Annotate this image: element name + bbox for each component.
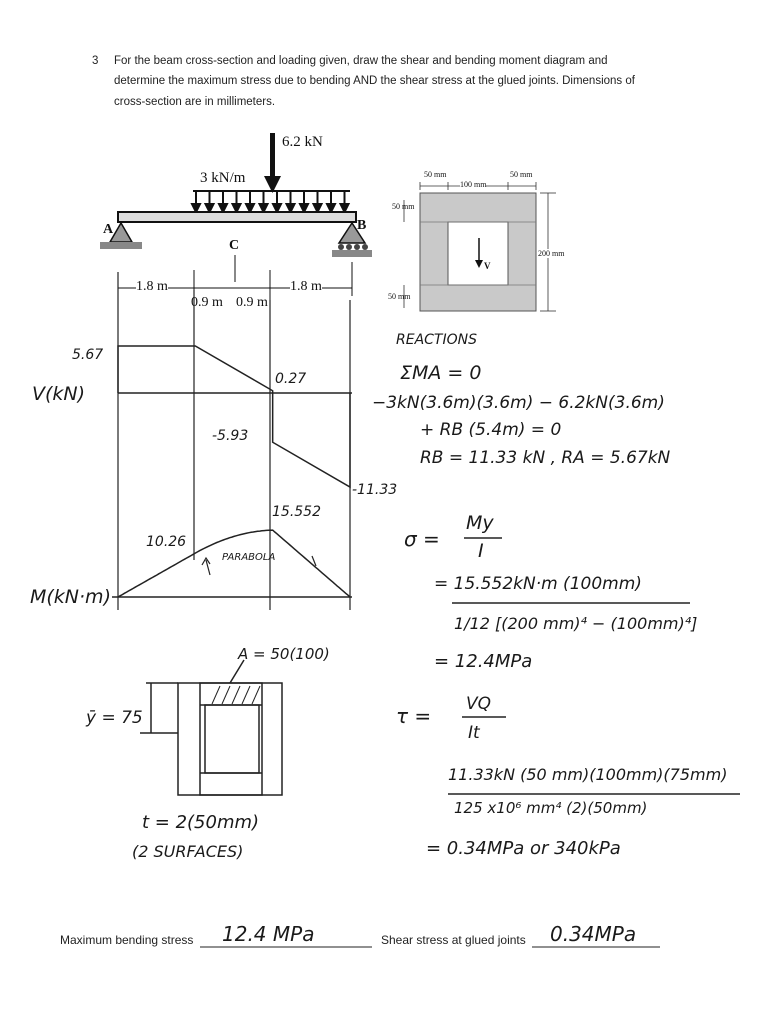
problem-line-1: For the beam cross-section and loading g… xyxy=(114,55,608,67)
dim-mid-1: 0.9 m xyxy=(191,295,223,310)
udl-arrowhead xyxy=(311,203,324,215)
sigma-den: I xyxy=(478,540,484,562)
q-sketch xyxy=(140,659,283,796)
dist-load-label: 3 kN/m xyxy=(200,170,246,186)
udl-arrowhead xyxy=(190,203,202,215)
udl-arrowhead xyxy=(230,203,243,215)
parabola-note: PARABOLA xyxy=(222,552,276,563)
udl-arrowhead xyxy=(217,203,229,215)
problem-number: 3 xyxy=(92,55,99,67)
v-axis-label: V(kN) xyxy=(32,383,86,405)
shear-diagram xyxy=(117,345,352,489)
udl-arrowhead xyxy=(257,203,270,215)
reactions-eq3: + RB (5.4m) = 0 xyxy=(420,420,562,440)
tau-symbol: τ = xyxy=(396,704,432,728)
m-at-18: 10.26 xyxy=(146,534,187,550)
v-start: 5.67 xyxy=(72,347,104,363)
support-b-label: B xyxy=(357,218,367,233)
max-bending-value: 12.4 MPa xyxy=(222,922,315,946)
reactions-eq1: ΣMA = 0 xyxy=(400,362,482,384)
shear-glued-label: Shear stress at glued joints xyxy=(381,933,526,947)
cs-left-bottom: 50 mm xyxy=(388,292,411,301)
cs-shear-v: V xyxy=(484,261,491,271)
tau-den: It xyxy=(468,723,480,743)
sigma-result: = 12.4MPa xyxy=(434,651,533,672)
udl-arrowhead xyxy=(298,203,310,215)
t-note: (2 SURFACES) xyxy=(132,842,244,861)
cs-top-left: 50 mm xyxy=(424,170,447,179)
point-load-label: 6.2 kN xyxy=(282,134,323,150)
tau-result: = 0.34MPa or 340kPa xyxy=(426,838,621,859)
cs-top-right: 50 mm xyxy=(510,170,533,179)
beam xyxy=(117,211,357,223)
problem-line-3: cross-section are in millimeters. xyxy=(114,96,276,108)
problem-line-2: determine the maximum stress due to bend… xyxy=(114,75,635,87)
udl-arrowhead xyxy=(284,203,297,215)
dim-right: 1.8 m xyxy=(290,279,322,295)
ybar-label: ȳ = 75 xyxy=(86,708,143,728)
cs-left-top: 50 mm xyxy=(392,202,415,211)
v-mid-neg: -5.93 xyxy=(212,428,249,444)
m-axis-label: M(kN·m) xyxy=(30,586,111,608)
area-label: A = 50(100) xyxy=(238,645,330,663)
v-mid: 0.27 xyxy=(275,371,307,387)
udl-arrowhead xyxy=(203,203,216,215)
dim-mid-2: 0.9 m xyxy=(236,295,268,310)
distributed-load-arrows xyxy=(190,190,351,215)
reactions-title: REACTIONS xyxy=(396,332,477,348)
support-a-label: A xyxy=(103,222,114,237)
sigma-symbol: σ = xyxy=(404,527,440,551)
point-load-arrow xyxy=(264,133,281,193)
point-c-label: C xyxy=(229,238,240,253)
shear-glued-value: 0.34MPa xyxy=(550,922,637,946)
reactions-eq2: −3kN(3.6m)(3.6m) − 6.2kN(3.6m) xyxy=(372,393,665,413)
tau-eq-den: 125 x10⁶ mm⁴ (2)(50mm) xyxy=(454,799,648,817)
udl-arrowhead xyxy=(244,203,256,215)
max-bending-label: Maximum bending stress xyxy=(60,933,194,947)
support-a-pin xyxy=(100,221,142,249)
support-b-roller xyxy=(332,221,372,257)
cs-right-height: 200 mm xyxy=(538,249,565,258)
sigma-eq-num: = 15.552kN·m (100mm) xyxy=(434,574,642,594)
udl-arrowhead xyxy=(338,203,351,215)
udl-arrowhead xyxy=(325,203,337,215)
cross-section-figure xyxy=(419,192,537,312)
tau-eq-num: 11.33kN (50 mm)(100mm)(75mm) xyxy=(448,765,728,784)
reactions-eq4: RB = 11.33 kN , RA = 5.67kN xyxy=(420,448,671,468)
m-max: 15.552 xyxy=(272,504,321,520)
t-equation: t = 2(50mm) xyxy=(142,812,260,833)
moment-diagram xyxy=(112,529,352,598)
sigma-num: My xyxy=(466,512,494,534)
dim-left: 1.8 m xyxy=(136,279,168,295)
udl-arrowhead xyxy=(271,203,283,215)
tau-num: VQ xyxy=(466,694,492,714)
v-end: -11.33 xyxy=(352,482,398,498)
sigma-eq-den: 1/12 [(200 mm)⁴ − (100mm)⁴] xyxy=(454,614,698,633)
cs-top-mid: 100 mm xyxy=(460,180,487,189)
